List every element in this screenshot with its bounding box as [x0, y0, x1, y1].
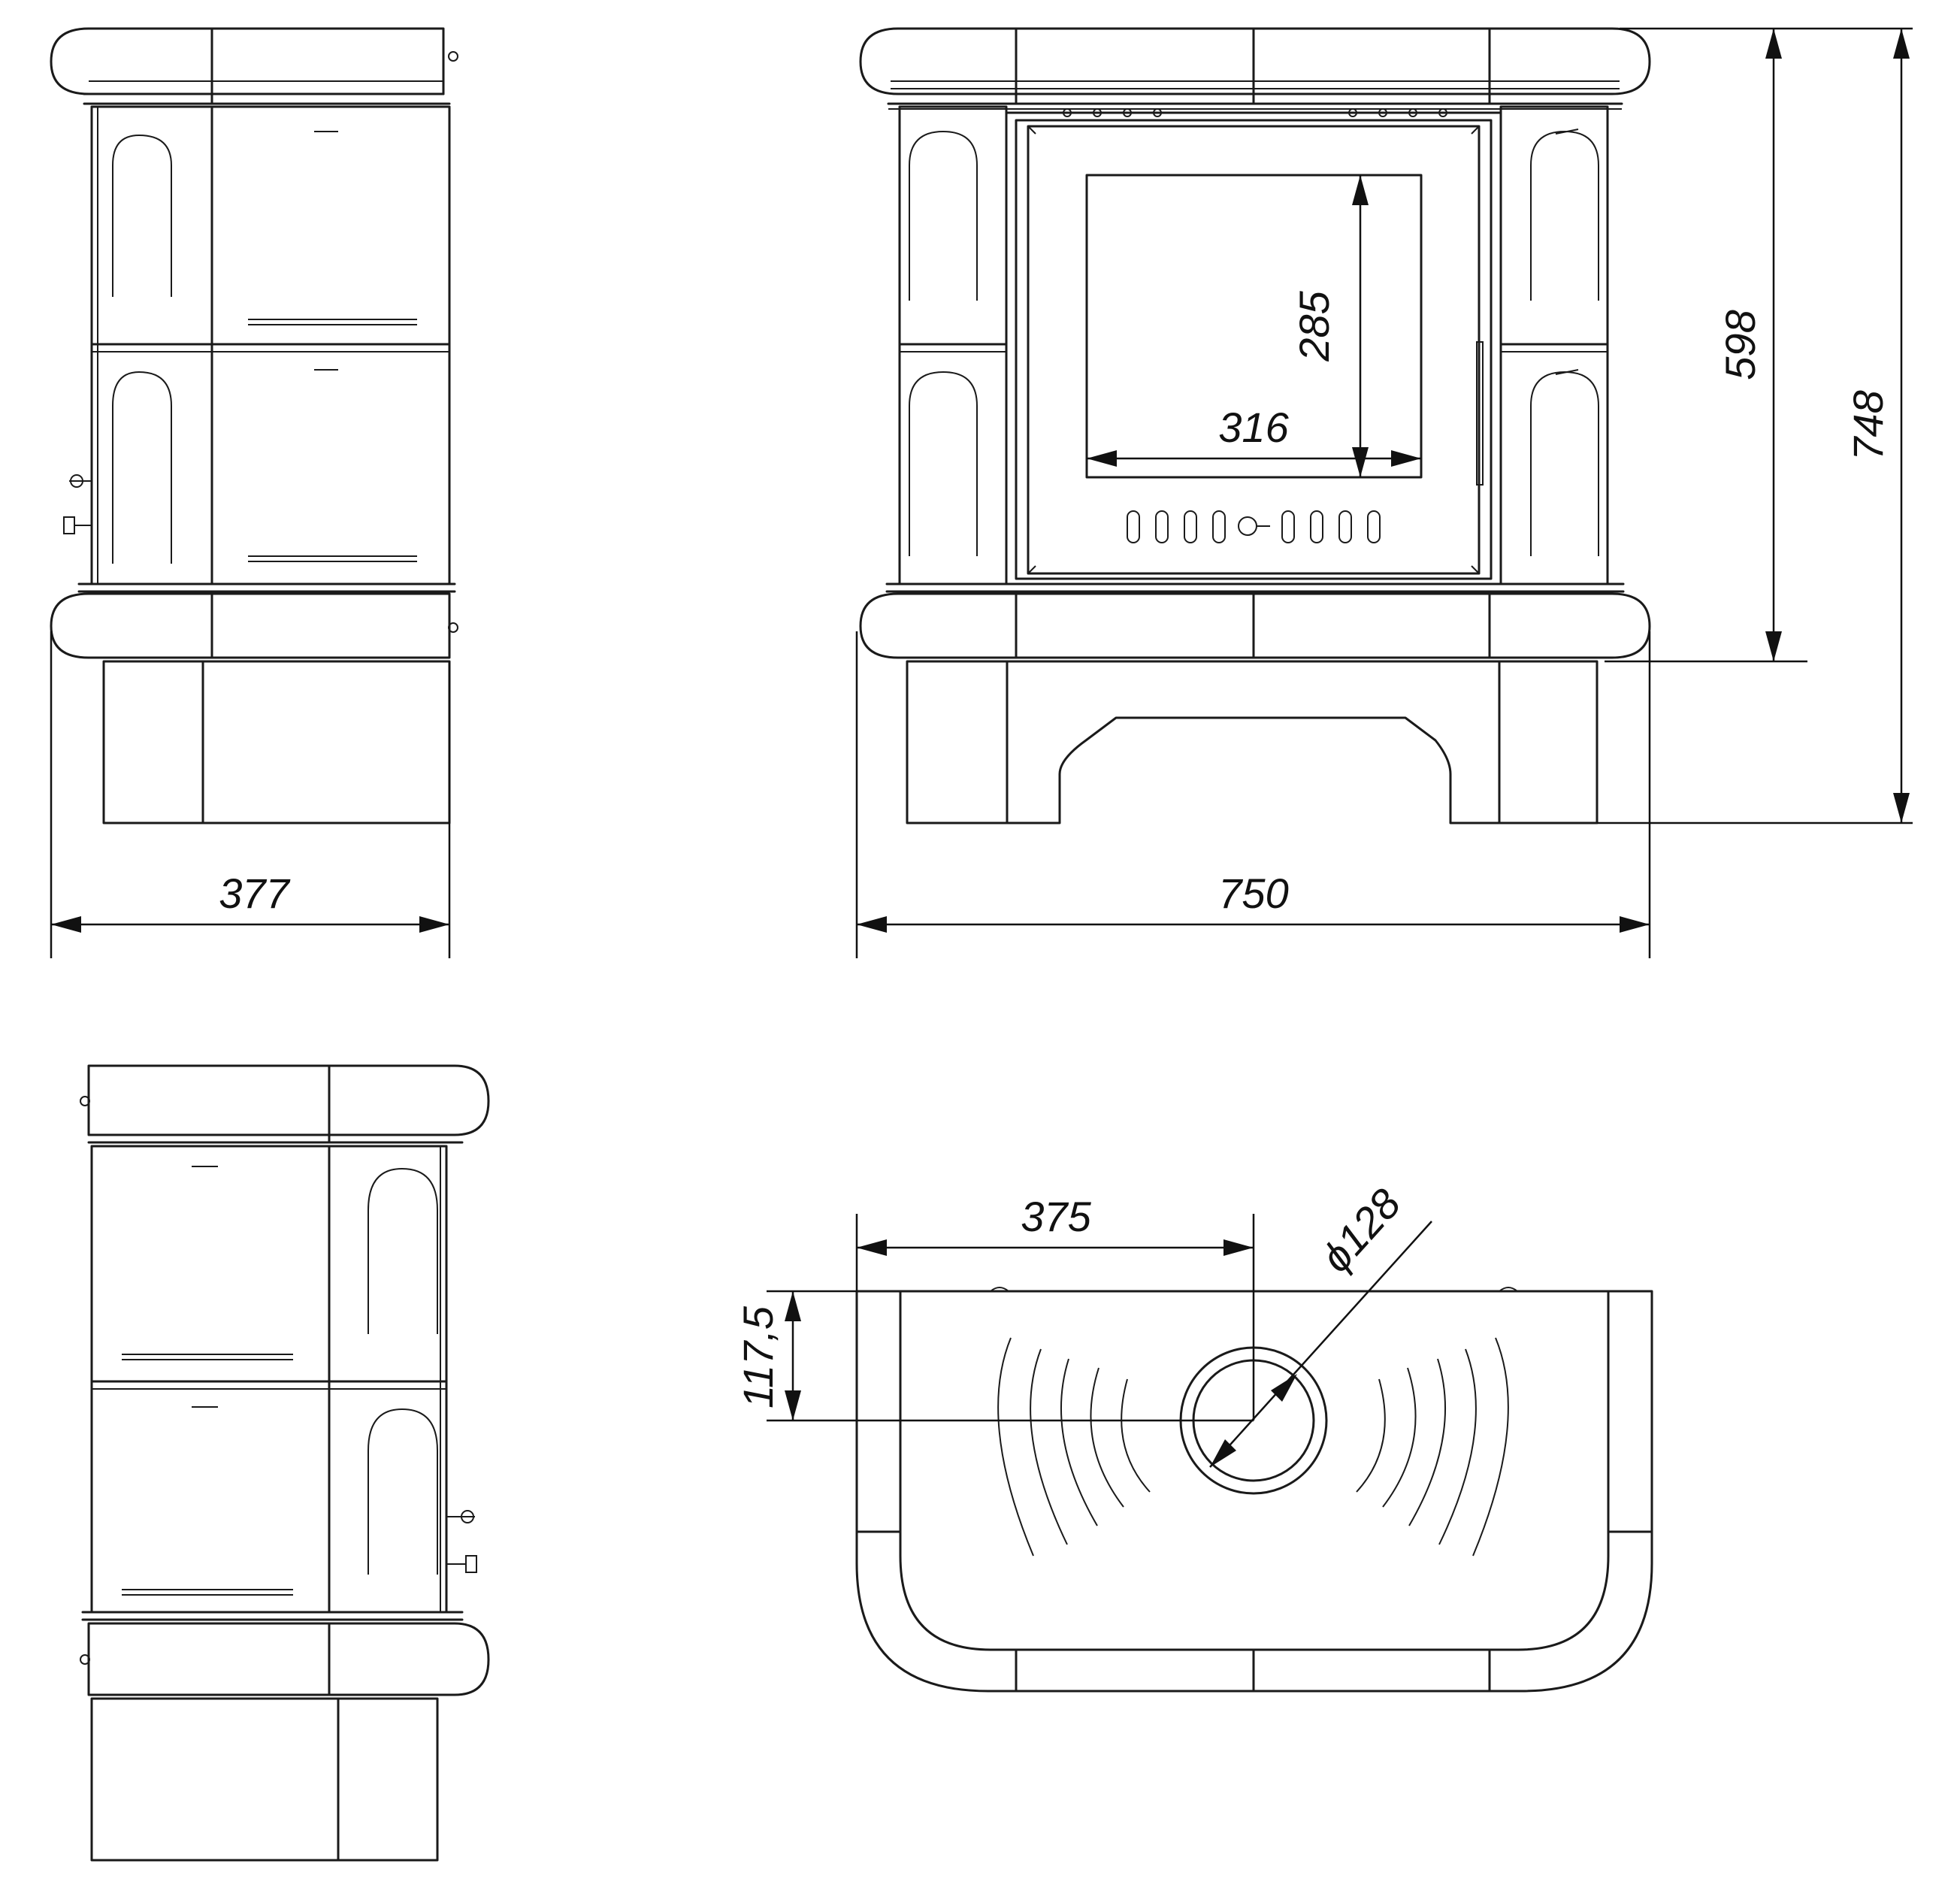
flue-offset-y-label: 117,5 [734, 1306, 782, 1408]
air-slots [1127, 510, 1381, 543]
ceramic-height-label: 598 [1717, 310, 1764, 380]
side-view-left: 377 [50, 27, 458, 958]
glass-width-label: 316 [1218, 404, 1289, 451]
vent-arcs-right [1356, 1337, 1509, 1557]
total-height-label: 748 [1844, 390, 1892, 460]
vent-arcs-left [997, 1337, 1151, 1557]
side-depth-label: 377 [219, 870, 290, 917]
front-view: 285 316 750 598 748 [855, 27, 1913, 958]
glass-height-label: 285 [1290, 290, 1338, 362]
flue-diameter-label: ϕ128 [1311, 1180, 1409, 1281]
top-view: ϕ128 375 117,5 [734, 1180, 1653, 1693]
side-view-right [80, 1064, 490, 1862]
flue-offset-x-label: 375 [1021, 1193, 1091, 1240]
front-width-label: 750 [1218, 870, 1288, 917]
